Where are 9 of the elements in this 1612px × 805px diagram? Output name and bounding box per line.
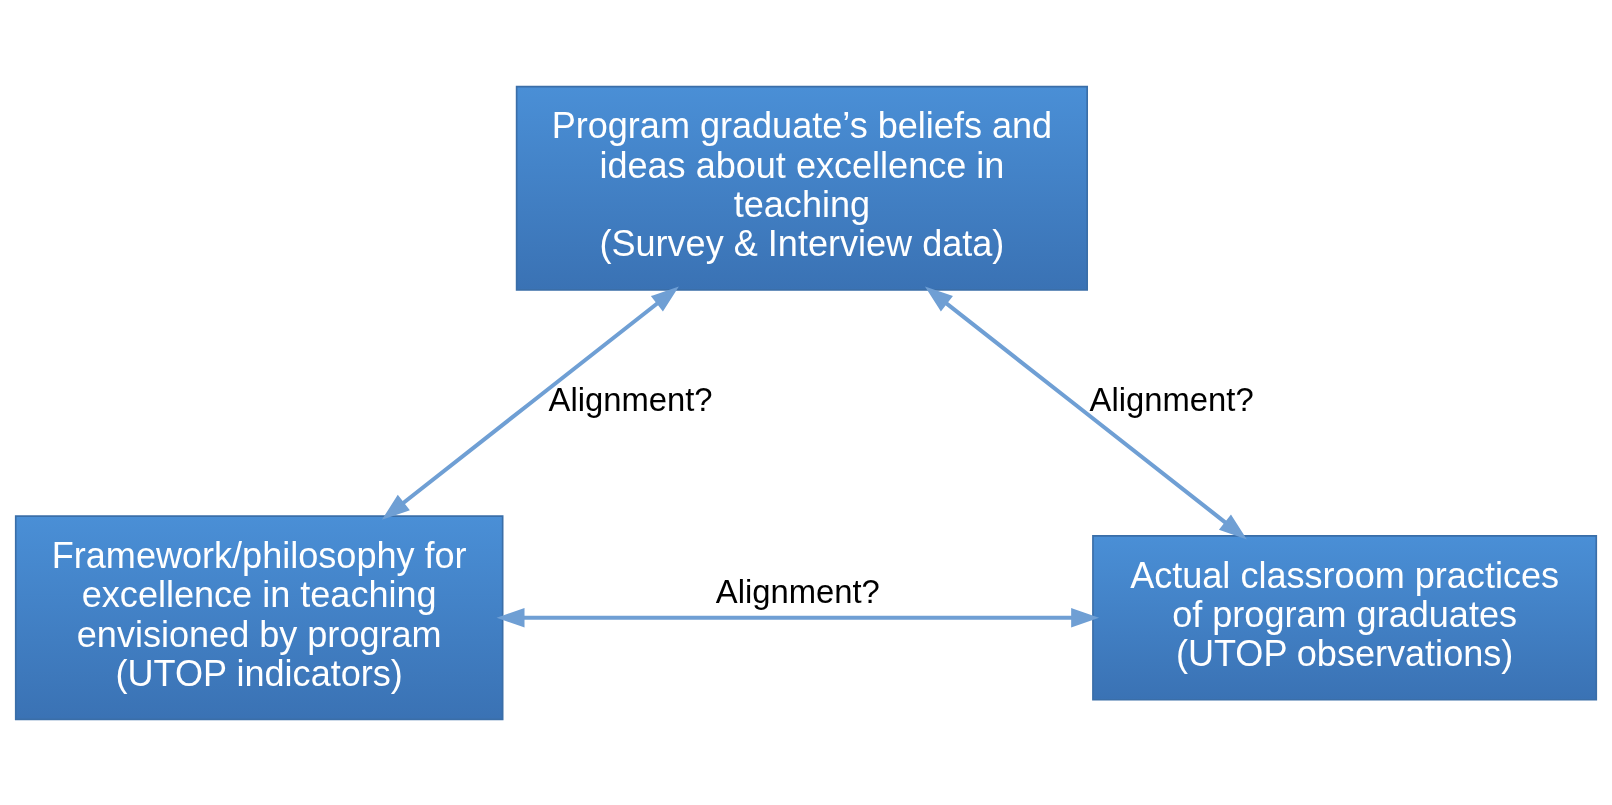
arrow <box>381 286 679 520</box>
node-box: Actual classroom practices of program graduates (UTOP observations) <box>1092 534 1598 701</box>
edge-label: Alignment? <box>1089 380 1254 418</box>
arrow <box>496 607 1100 628</box>
node-box: Program graduate’s beliefs and ideas about excellence in teaching (Survey & Interview data) <box>515 85 1088 291</box>
edge-label: Alignment? <box>548 380 713 418</box>
arrow <box>924 286 1247 539</box>
edge-label: Alignment? <box>715 572 880 610</box>
node-box: Framework/philosophy for excellence in teaching envisioned by program (UTOP indicators) <box>14 514 504 720</box>
